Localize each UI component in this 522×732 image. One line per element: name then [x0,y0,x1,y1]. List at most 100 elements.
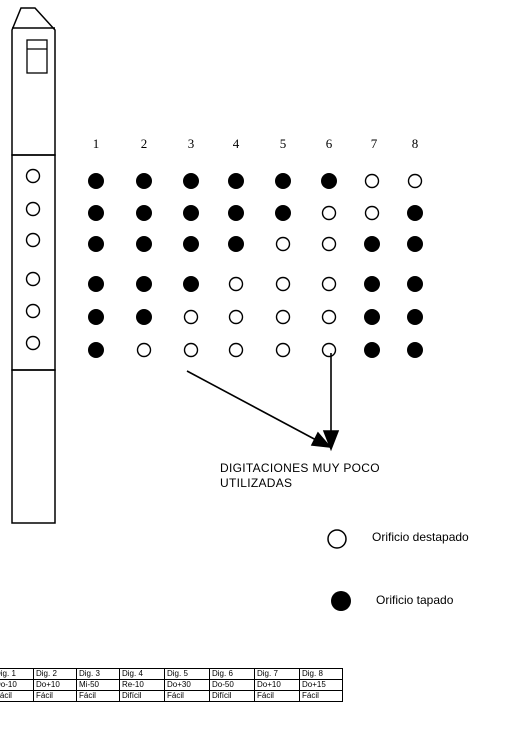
instrument-hole [27,337,40,350]
open-hole-dot [277,278,290,291]
column-number: 7 [364,136,384,152]
legend-open-circle-icon [328,530,346,548]
closed-hole-dot [88,342,104,358]
column-number: 3 [181,136,201,152]
table-cell: Do-10 [0,680,34,691]
closed-hole-dot [136,205,152,221]
closed-hole-dot [183,236,199,252]
closed-hole-dot [228,173,244,189]
table-cell: Fácil [255,691,300,702]
open-hole-dot [230,344,243,357]
closed-hole-dot [228,236,244,252]
table-cell: Do+30 [165,680,210,691]
rare-fingerings-note: DIGITACIONES MUY POCO UTILIZADAS [220,461,490,491]
legend-closed-label: Orificio tapado [376,593,453,607]
column-number: 2 [134,136,154,152]
instrument-hole [27,305,40,318]
closed-hole-dot [407,309,423,325]
legend-open-label: Orificio destapado [372,530,469,544]
open-hole-dot [323,311,336,324]
legend-closed-circle-icon [331,591,351,611]
arrows [187,353,338,449]
open-hole-dot [277,311,290,324]
instrument-hole [27,170,40,183]
closed-hole-dot [88,205,104,221]
open-hole-dot [366,207,379,220]
closed-hole-dot [407,205,423,221]
closed-hole-dot [407,236,423,252]
table-cell: Dig. 4 [120,669,165,680]
table-cell: Fácil [77,691,120,702]
table-row: Dig. 1 Dig. 2 Dig. 3 Dig. 4 Dig. 5 Dig. … [0,669,343,680]
open-hole-dot [323,278,336,291]
open-hole-dot [277,238,290,251]
instrument-drawing [12,8,55,523]
fingering-grid [88,173,423,358]
instrument-hole [27,273,40,286]
closed-hole-dot [228,205,244,221]
closed-hole-dot [407,276,423,292]
closed-hole-dot [183,205,199,221]
table-cell: Mi-50 [77,680,120,691]
table-cell: Fácil [34,691,77,702]
column-number: 4 [226,136,246,152]
instrument-hole [27,234,40,247]
open-hole-dot [230,278,243,291]
table-row: Fácil Fácil Fácil Difícil Fácil Difícil … [0,691,343,702]
table-cell: Fácil [300,691,343,702]
closed-hole-dot [88,276,104,292]
table-cell: Dig. 2 [34,669,77,680]
arrow-left-line [187,371,318,441]
table-cell: Difícil [210,691,255,702]
instrument-mouthpiece [12,8,55,155]
closed-hole-dot [88,309,104,325]
table-row: Do-10 Do+10 Mi-50 Re-10 Do+30 Do-50 Do+1… [0,680,343,691]
closed-hole-dot [183,276,199,292]
open-hole-dot [277,344,290,357]
table-cell: Dig. 7 [255,669,300,680]
closed-hole-dot [275,173,291,189]
instrument-hole [27,203,40,216]
closed-hole-dot [364,276,380,292]
open-hole-dot [366,175,379,188]
window-icon [27,40,47,73]
table-cell: Re-10 [120,680,165,691]
table-cell: Fácil [165,691,210,702]
instrument-holes [27,170,40,350]
instrument-foot [12,370,55,523]
closed-hole-dot [88,236,104,252]
table-cell: Difícil [120,691,165,702]
table-cell: Dig. 5 [165,669,210,680]
closed-hole-dot [88,173,104,189]
closed-hole-dot [364,309,380,325]
table-cell: Do-50 [210,680,255,691]
column-number: 1 [86,136,106,152]
closed-hole-dot [364,236,380,252]
table-cell: Dig. 6 [210,669,255,680]
note-line-1: DIGITACIONES MUY POCO [220,461,490,476]
closed-hole-dot [321,173,337,189]
closed-hole-dot [136,276,152,292]
closed-hole-dot [136,309,152,325]
closed-hole-dot [136,236,152,252]
table-cell: Fácil [0,691,34,702]
closed-hole-dot [364,342,380,358]
table-cell: Do+10 [255,680,300,691]
open-hole-dot [185,311,198,324]
table-cell: Dig. 8 [300,669,343,680]
table-cell: Dig. 1 [0,669,34,680]
table-cell: Dig. 3 [77,669,120,680]
open-hole-dot [185,344,198,357]
closed-hole-dot [407,342,423,358]
open-hole-dot [323,238,336,251]
closed-hole-dot [183,173,199,189]
closed-hole-dot [275,205,291,221]
note-line-2: UTILIZADAS [220,476,490,491]
table-cell: Do+15 [300,680,343,691]
closed-hole-dot [136,173,152,189]
open-hole-dot [230,311,243,324]
open-hole-dot [409,175,422,188]
column-number: 5 [273,136,293,152]
